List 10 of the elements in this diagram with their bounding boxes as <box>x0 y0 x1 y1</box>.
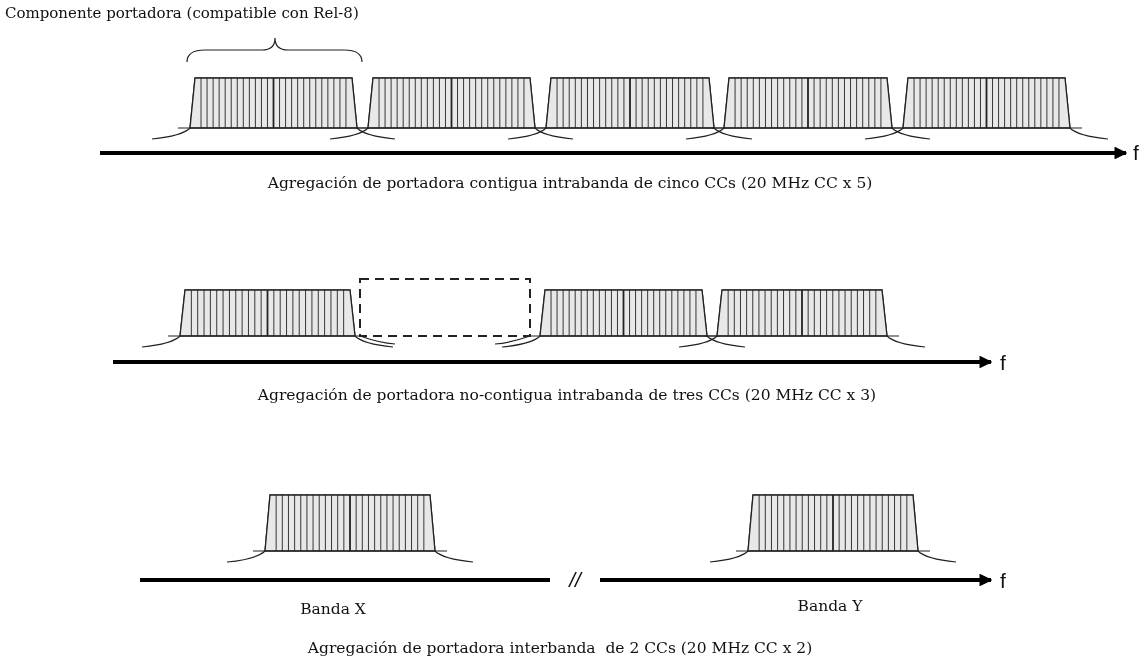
caption: Agregación de portadora no-contigua intrabanda de tres CCs (20 MHz CC x 3) <box>257 386 877 405</box>
carrier-component-label: Componente portadora (compatible con Rel-8) <box>5 4 359 22</box>
axis-label: f <box>1133 140 1139 166</box>
band-label: Banda X <box>300 600 366 619</box>
axis-break-mark: // <box>569 567 581 593</box>
axis-label: f <box>1000 568 1006 594</box>
axis-label: f <box>1000 350 1006 376</box>
caption: Agregación de portadora interbanda de 2 CCs (20 MHz CC x 2) <box>307 639 813 658</box>
band-label: Banda Y <box>797 597 863 616</box>
caption: Agregación de portadora contigua intrabanda de cinco CCs (20 MHz CC x 5) <box>267 174 873 193</box>
